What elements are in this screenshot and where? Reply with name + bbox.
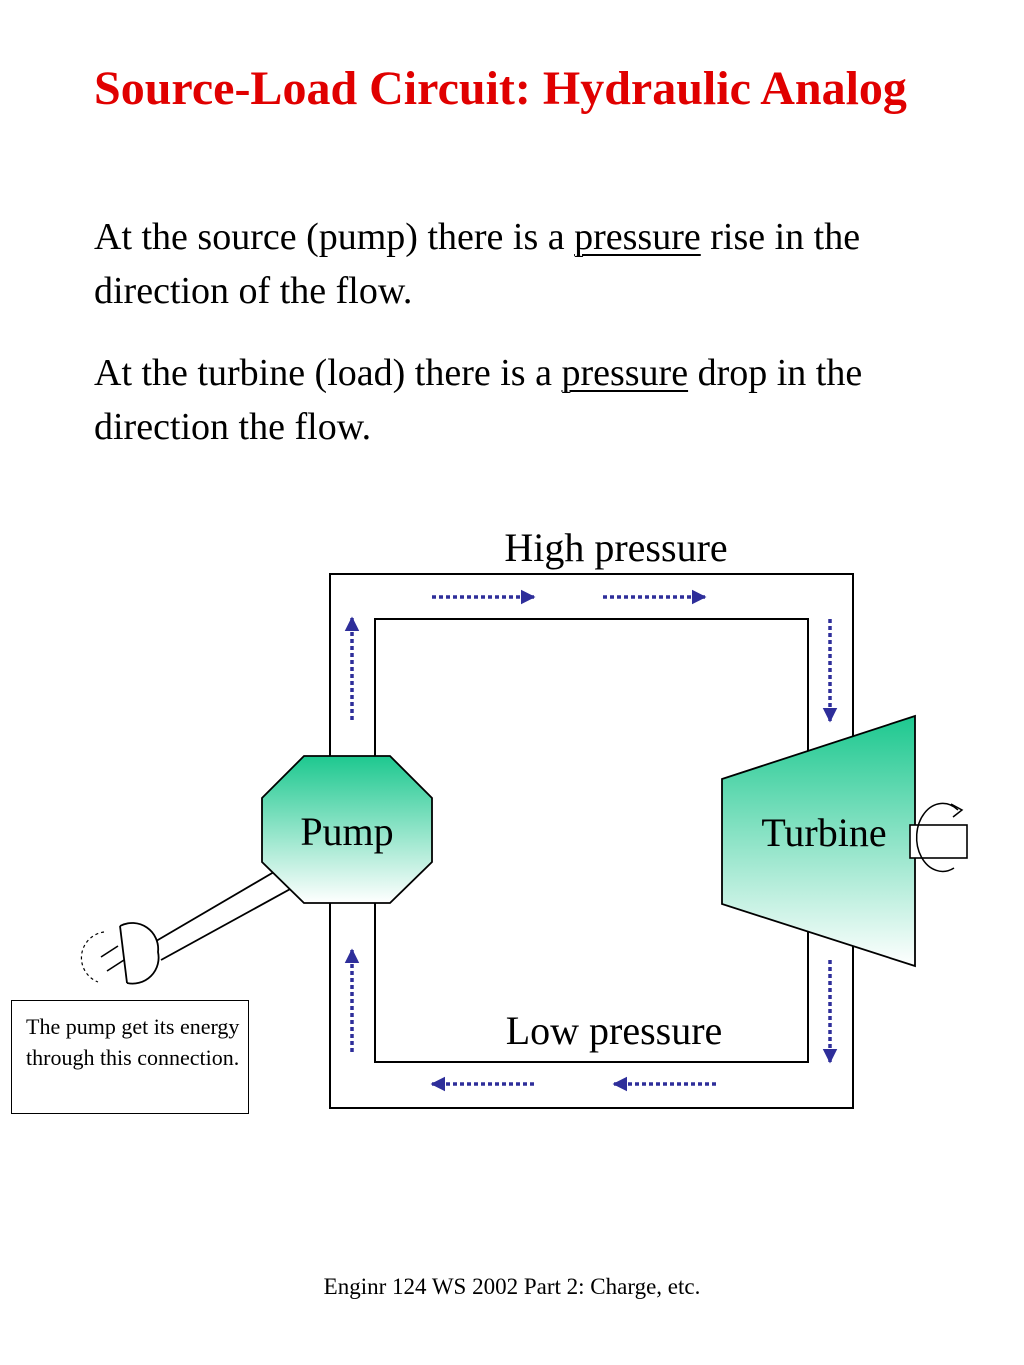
paragraph-source-text-before: At the source (pump) there is a: [94, 216, 575, 258]
low-pressure-label: Low pressure: [506, 1008, 723, 1053]
paragraph-turbine-text-before: At the turbine (load) there is a: [94, 352, 562, 394]
slide-title: Source-Load Circuit: Hydraulic Analog: [94, 62, 907, 115]
pump-label: Pump: [300, 809, 393, 854]
slide-footer: Enginr 124 WS 2002 Part 2: Charge, etc.: [323, 1274, 701, 1299]
turbine-body: [721, 714, 916, 968]
paragraph-turbine-text-after: drop in the direction the flow.: [94, 352, 863, 448]
pump-body: [261, 755, 433, 904]
pump-energy-note: The pump get its energy through this con…: [11, 1000, 249, 1114]
paragraph-turbine: At the turbine (load) there is a pressur…: [94, 346, 974, 454]
plug-icon: [80, 922, 160, 985]
paragraph-turbine-emphasis: pressure: [561, 352, 689, 394]
paragraph-source-emphasis: pressure: [574, 216, 701, 258]
high-pressure-label: High pressure: [504, 525, 727, 570]
turbine-shaft-icon: [909, 802, 968, 873]
paragraph-source-text-after: rise in the direction of the flow.: [94, 216, 861, 312]
turbine-label: Turbine: [761, 810, 886, 855]
pump-shaft: [150, 861, 304, 961]
paragraph-source: At the source (pump) there is a pressure…: [94, 210, 974, 318]
